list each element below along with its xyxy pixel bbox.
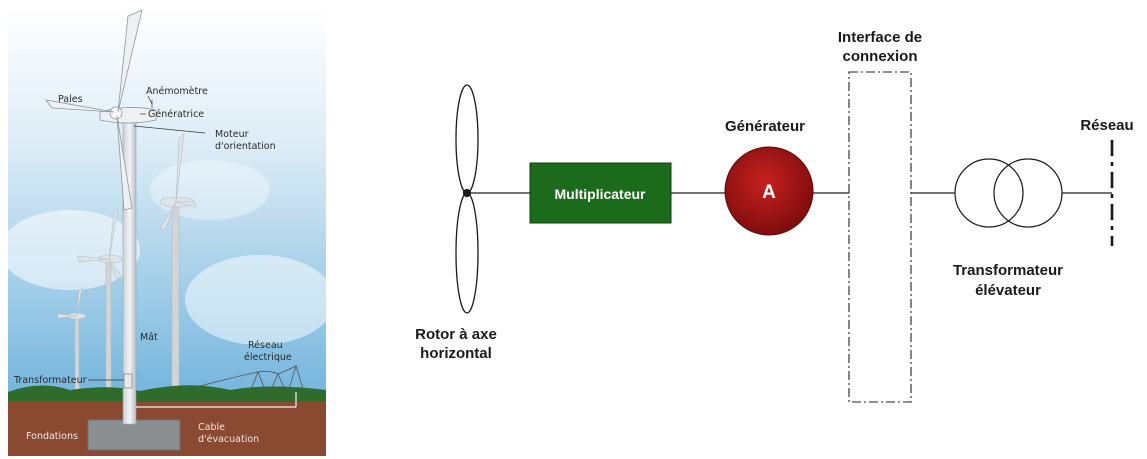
- rotor-symbol: [455, 84, 479, 314]
- interface-box: [848, 71, 912, 403]
- label-transformateur: Transformateur: [13, 375, 87, 386]
- label-pales: Pales: [58, 94, 83, 105]
- rotor-label-line1: Rotor à axe: [415, 326, 497, 343]
- generateur-label: Générateur: [725, 118, 805, 135]
- label-moteur-line2: d'orientation: [215, 141, 276, 152]
- generateur-block: A: [724, 146, 814, 236]
- multiplicateur-label: Multiplicateur: [554, 186, 646, 202]
- transformateur-label-line1: Transformateur: [953, 262, 1063, 279]
- label-anemometre: Anémomètre: [146, 86, 208, 97]
- label-cable-line1: Cable: [198, 422, 225, 433]
- label-cable-line2: d'évacuation: [198, 434, 259, 445]
- reseau-label: Réseau: [1080, 117, 1133, 134]
- main-turbine: [45, 9, 157, 425]
- transformateur-label-line2: élévateur: [975, 282, 1041, 299]
- label-generatrice: Génératrice: [148, 109, 204, 120]
- interface-label-line1: Interface de: [838, 29, 922, 46]
- label-reseau-electrique-line1: Réseau: [248, 340, 283, 351]
- power-line: [136, 364, 305, 408]
- rotor-label-line2: horizontal: [420, 345, 492, 362]
- label-mat: Mât: [140, 332, 158, 343]
- interface-label-line2: connexion: [842, 48, 917, 65]
- transformer-symbol: [954, 158, 1063, 228]
- sky-background: [0, 8, 335, 408]
- wind-turbine-illustration: Pales Anémomètre Génératrice Moteur d'or…: [0, 8, 335, 456]
- multiplicateur-block: Multiplicateur: [529, 162, 672, 224]
- label-reseau-electrique-line2: électrique: [244, 352, 292, 363]
- ground: [8, 385, 326, 456]
- label-moteur-line1: Moteur: [215, 129, 249, 140]
- label-fondations: Fondations: [26, 431, 78, 442]
- callout-lines: [88, 95, 206, 381]
- generateur-symbol: A: [762, 182, 776, 203]
- background-turbines: [56, 133, 197, 395]
